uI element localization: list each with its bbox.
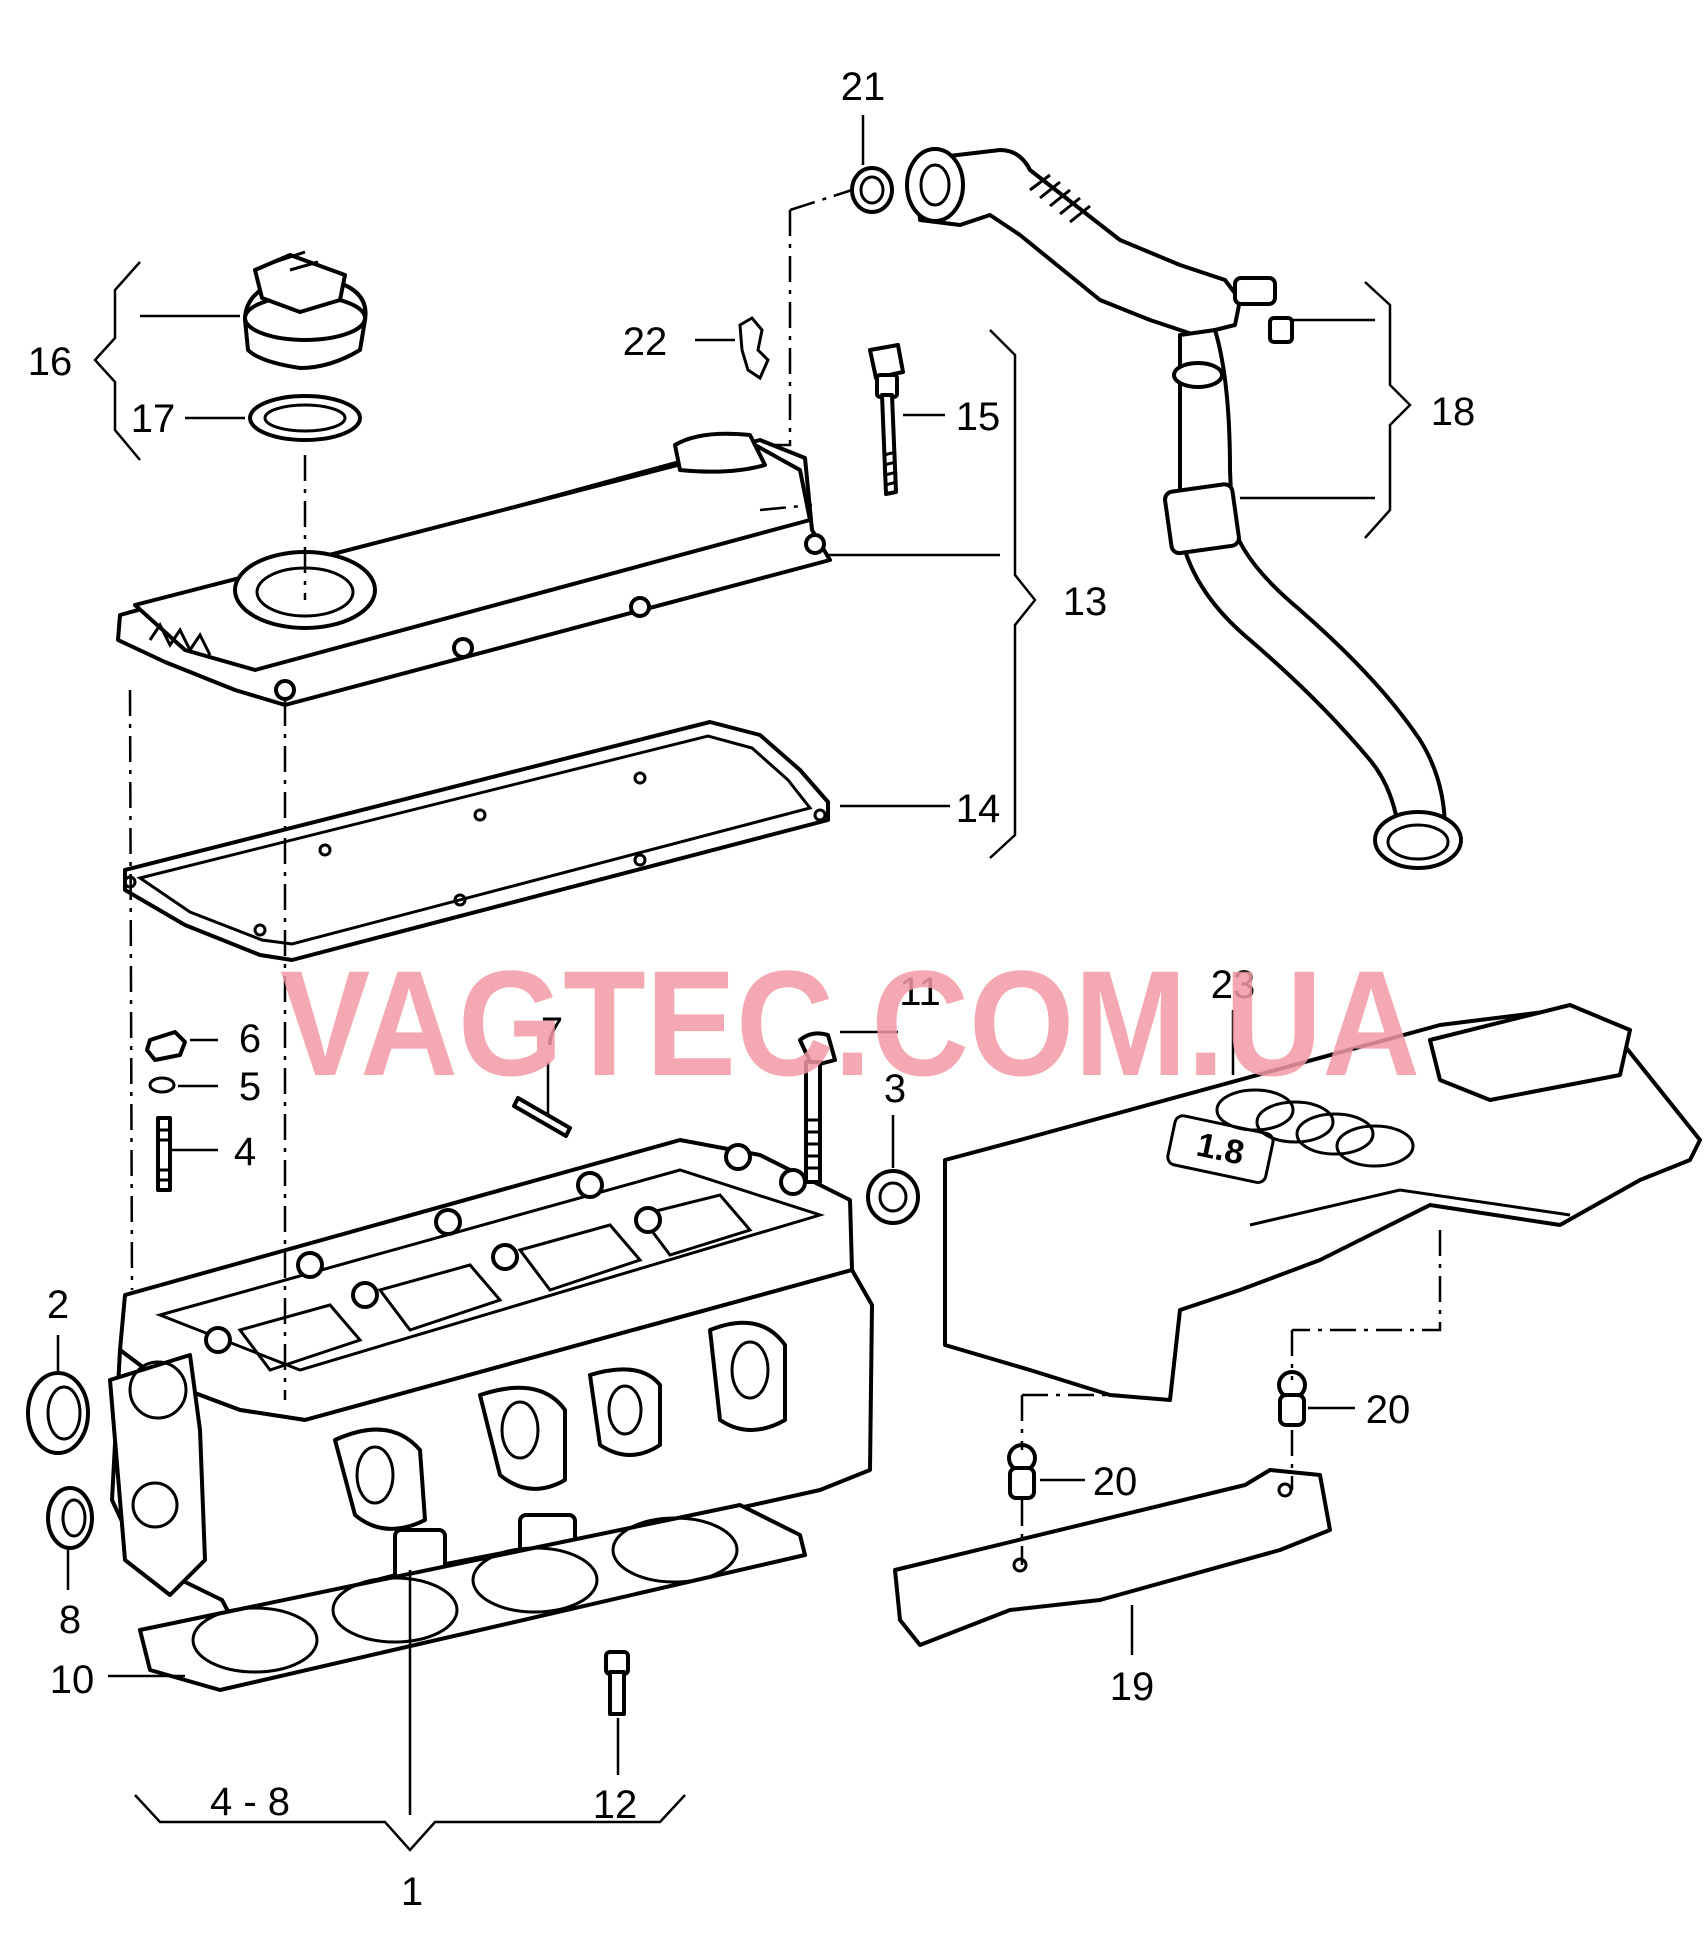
seal-2	[26, 1371, 90, 1455]
callout-range-4-8: 4 - 8	[210, 1780, 290, 1824]
callout-22: 22	[623, 320, 668, 364]
clip-22	[738, 316, 770, 381]
callout-20-right: 20	[1366, 1388, 1411, 1432]
ball-stud-20-right	[1277, 1370, 1307, 1427]
callout-8: 8	[59, 1598, 81, 1642]
callout-1: 1	[401, 1870, 423, 1914]
group-braces	[93, 261, 1412, 1852]
engine-top-cover: 1.8	[943, 1003, 1702, 1402]
alignment-lines	[128, 188, 1442, 1565]
callout-6: 6	[239, 1017, 261, 1061]
callout-3: 3	[884, 1067, 906, 1111]
valve-cover	[116, 431, 832, 707]
breather-hose-lower	[1178, 328, 1447, 842]
breather-hose-upper	[913, 148, 1242, 337]
leader-lines	[56, 115, 1375, 1815]
cylinder-head	[108, 1138, 874, 1617]
cover-bolt-15	[868, 343, 905, 496]
watermark: VAGTEC.COM.UA	[280, 939, 1420, 1107]
valve-cover-gasket-14	[123, 720, 830, 962]
breather-hose-assembly	[850, 147, 1463, 870]
callout-15: 15	[956, 395, 1001, 439]
callout-21: 21	[841, 65, 886, 109]
callout-20-left: 20	[1093, 1460, 1138, 1504]
callout-7: 7	[541, 1010, 563, 1054]
callout-2: 2	[47, 1283, 69, 1327]
callout-13: 13	[1063, 580, 1108, 624]
callout-11: 11	[899, 970, 941, 1014]
callout-19: 19	[1110, 1665, 1155, 1709]
callout-10: 10	[50, 1658, 95, 1702]
callout-12: 12	[593, 1783, 638, 1827]
callout-23: 23	[1211, 963, 1256, 1007]
ball-stud-20-left	[1007, 1443, 1037, 1500]
seal-8	[46, 1486, 94, 1550]
callout-18: 18	[1431, 390, 1476, 434]
cover-bracket-19	[893, 1468, 1332, 1647]
stud-fasteners	[145, 1030, 837, 1716]
callout-14: 14	[956, 787, 1001, 831]
o-ring-21	[850, 166, 894, 214]
callout-5: 5	[239, 1065, 261, 1109]
seal-3	[866, 1169, 920, 1225]
callout-16: 16	[28, 340, 73, 384]
head-gasket-10	[138, 1503, 807, 1692]
callout-labels: 21 22 15 13 14 18 16 17 6 5 4 7 11 3 23 …	[28, 65, 1476, 1914]
callout-17: 17	[131, 397, 176, 441]
callout-4: 4	[234, 1130, 256, 1174]
oil-filler-cap	[243, 250, 368, 442]
